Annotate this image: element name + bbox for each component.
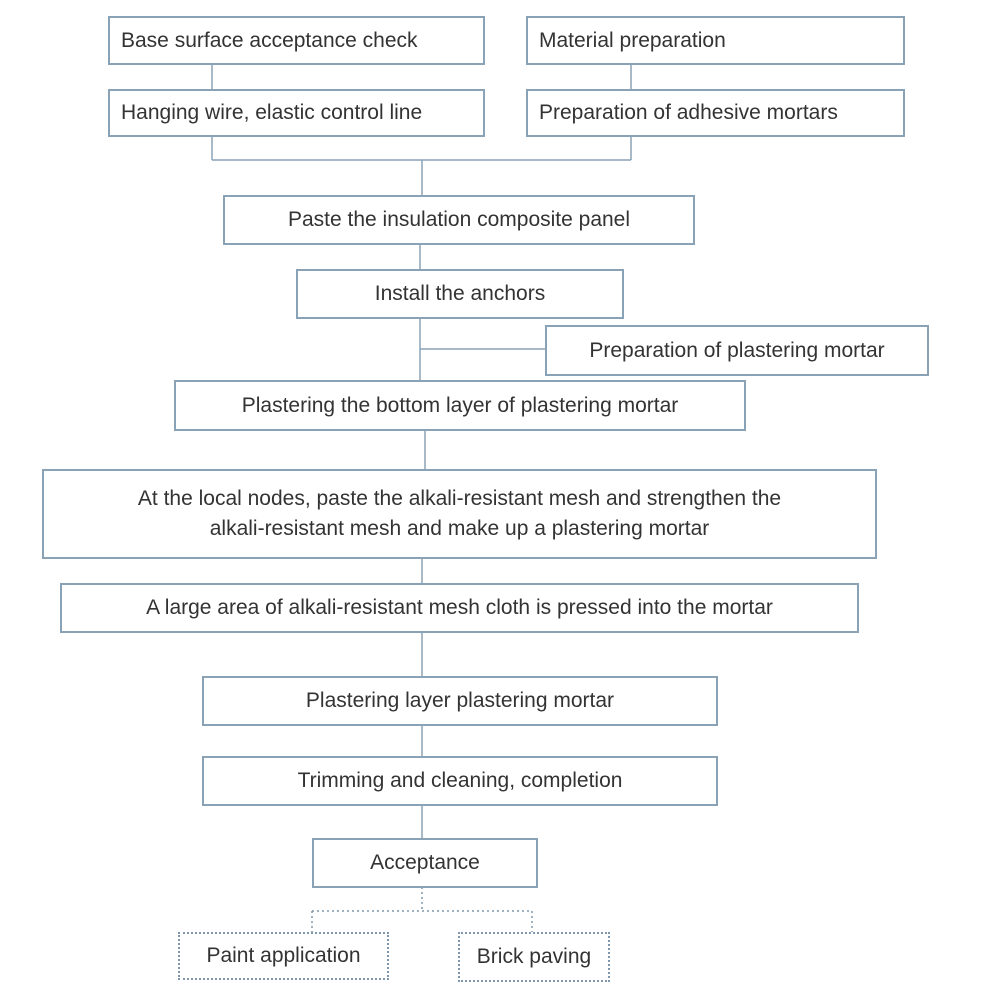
node-hanging-wire: Hanging wire, elastic control line	[108, 89, 485, 137]
node-material-preparation: Material preparation	[526, 16, 905, 65]
node-plastering-layer: Plastering layer plastering mortar	[202, 676, 718, 726]
node-paste-insulation-panel: Paste the insulation composite panel	[223, 195, 695, 245]
node-local-nodes-line1: At the local nodes, paste the alkali-res…	[137, 487, 782, 510]
node-adhesive-mortar-prep: Preparation of adhesive mortars	[526, 89, 905, 137]
node-acceptance: Acceptance	[312, 838, 538, 888]
node-local-nodes-mesh: At the local nodes, paste the alkali-res…	[42, 469, 877, 559]
node-plastering-mortar-prep: Preparation of plastering mortar	[545, 325, 929, 376]
node-mesh-pressed-into-mortar: A large area of alkali-resistant mesh cl…	[60, 583, 859, 633]
node-install-anchors: Install the anchors	[296, 269, 624, 319]
node-base-surface-check: Base surface acceptance check	[108, 16, 485, 65]
node-bottom-layer-plastering: Plastering the bottom layer of plasterin…	[174, 380, 746, 431]
node-local-nodes-line2: alkali-resistant mesh and make up a plas…	[209, 517, 710, 540]
node-brick-paving: Brick paving	[458, 932, 610, 982]
node-paint-application: Paint application	[178, 932, 389, 980]
node-trimming-cleaning: Trimming and cleaning, completion	[202, 756, 718, 806]
